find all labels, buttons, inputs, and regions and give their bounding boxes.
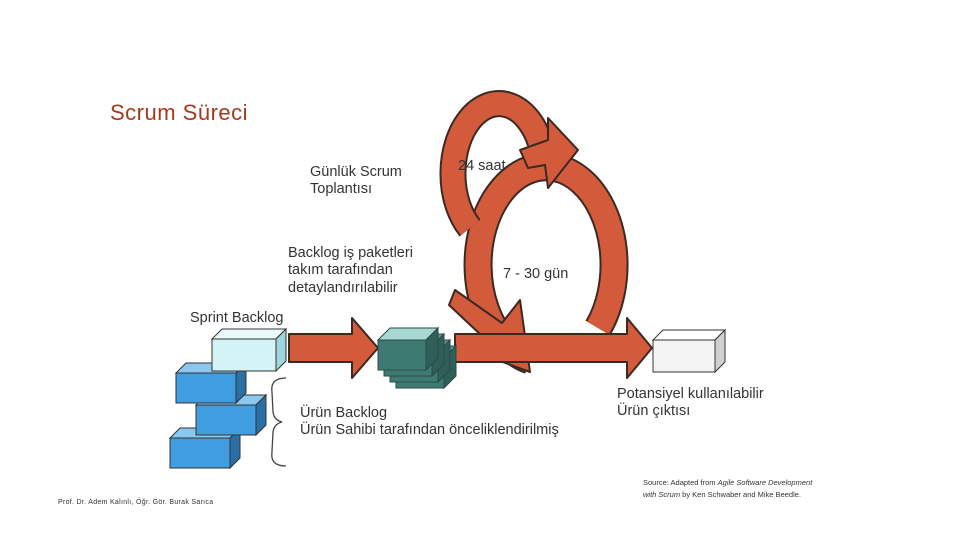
daily-duration-label: 24 saat: [458, 158, 506, 174]
daily-cycle-arrow: [439, 90, 579, 237]
daily-scrum-line-1: Günlük Scrum: [310, 164, 402, 180]
flow-arrow-1: [288, 317, 379, 379]
author-credit: Prof. Dr. Adem Kalınlı, Öğr. Gör. Burak …: [58, 499, 214, 506]
sprint-task-stack: [376, 326, 458, 390]
source-credit: Source: Adapted from Agile Software Deve…: [643, 477, 813, 500]
product-backlog-line-2: Ürün Sahibi tarafından önceliklendirilmi…: [300, 422, 559, 439]
backlog-detail-label: Backlog iş paketleri takım tarafından de…: [288, 245, 413, 297]
product-backlog-label: Ürün Backlog Ürün Sahibi tarafından önce…: [300, 405, 559, 440]
source-title: Agile Software Development with Scrum: [643, 478, 813, 499]
backlog-detail-line-3: detaylandırılabilir: [288, 279, 398, 296]
product-increment-box: [651, 328, 727, 374]
potential-output-line-2: Ürün çıktısı: [617, 403, 691, 420]
daily-scrum-line-2: Toplantısı: [310, 181, 373, 198]
sprint-duration-label: 7 - 30 gün: [503, 266, 569, 282]
backlog-detail-line-1: Backlog iş paketleri: [288, 245, 413, 261]
sprint-backlog-label: Sprint Backlog: [190, 310, 284, 326]
sprint-backlog-box: [210, 327, 288, 373]
product-backlog-stack: [168, 361, 268, 470]
potential-output-line-1: Potansiyel kullanılabilir: [617, 386, 764, 402]
potential-output-label: Potansiyel kullanılabilir Ürün çıktısı: [617, 386, 764, 421]
product-backlog-brace: [271, 377, 287, 467]
source-suffix: by Ken Schwaber and Mike Beedle.: [680, 489, 801, 499]
source-prefix: Source: Adapted from: [643, 478, 718, 487]
page-title: Scrum Süreci: [110, 100, 249, 125]
product-backlog-line-1: Ürün Backlog: [300, 405, 388, 421]
flow-arrow-2: [454, 317, 653, 379]
daily-scrum-label: Günlük Scrum Toplantısı: [310, 164, 402, 199]
backlog-detail-line-2: takım tarafından: [288, 262, 393, 279]
